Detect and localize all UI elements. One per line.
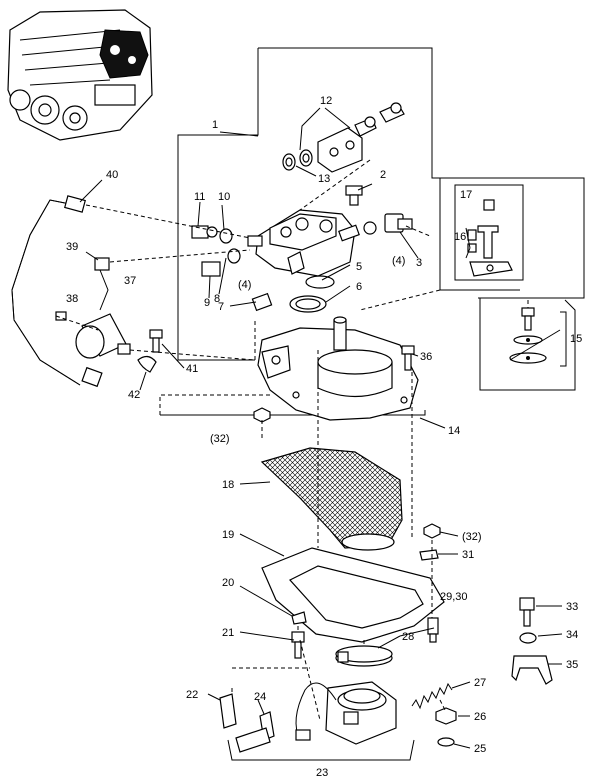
label-part-13: 13 bbox=[318, 173, 330, 185]
label-part-37: 37 bbox=[124, 275, 136, 287]
washer-item-31 bbox=[419, 549, 439, 561]
label-part-19: 19 bbox=[222, 529, 234, 541]
label-part-33: 33 bbox=[566, 601, 578, 613]
label-part-28: 28 bbox=[402, 631, 414, 643]
label-part-16: 16 bbox=[454, 231, 466, 243]
label-part-7: 7 bbox=[218, 301, 224, 313]
label-part-22: 22 bbox=[186, 689, 198, 701]
label-part-29-30: 29,30 bbox=[440, 591, 468, 603]
label-part-6: 6 bbox=[356, 281, 362, 293]
label-part-36: 36 bbox=[420, 351, 432, 363]
leader-lines bbox=[79, 107, 567, 761]
fuel-housing-item-14 bbox=[257, 316, 419, 421]
label-part-3: 3 bbox=[416, 257, 422, 269]
label-part-8: 8 bbox=[214, 293, 220, 305]
label-part-10: 10 bbox=[218, 191, 230, 203]
clamp-item-41-42 bbox=[137, 329, 163, 373]
hose-clamp-item-28 bbox=[335, 645, 393, 667]
bolt-item-2 bbox=[345, 185, 363, 206]
sleeve-item-22 bbox=[219, 693, 237, 729]
engine-thumbnail-illustration bbox=[7, 9, 153, 141]
label-part-1: 1 bbox=[212, 119, 218, 131]
fuel-line-item-40 bbox=[11, 195, 103, 388]
label-part-40: 40 bbox=[106, 169, 118, 181]
lower-pump-item-23 bbox=[235, 681, 397, 753]
label-part-14: 14 bbox=[448, 425, 460, 437]
label-part-15: 15 bbox=[570, 333, 582, 345]
label-part-26: 26 bbox=[474, 711, 486, 723]
seal-rings-items-5-6 bbox=[289, 275, 335, 313]
washer-item-34 bbox=[519, 632, 537, 644]
label-part-32-lower: (32) bbox=[462, 531, 482, 543]
bracket-item-35 bbox=[511, 655, 553, 685]
regulator-item-16 bbox=[467, 199, 513, 277]
label-part-4-right: (4) bbox=[392, 255, 405, 267]
label-part-34: 34 bbox=[566, 629, 578, 641]
label-part-12: 12 bbox=[320, 95, 332, 107]
callout-labels: 1 2 3 (4) (4) 5 6 7 8 9 10 11 12 13 14 1… bbox=[66, 95, 582, 779]
clip-item-20 bbox=[291, 611, 307, 625]
bolt-item-21 bbox=[291, 631, 305, 659]
label-part-4-left: (4) bbox=[238, 279, 251, 291]
label-part-20: 20 bbox=[222, 577, 234, 589]
label-part-24: 24 bbox=[254, 691, 266, 703]
sealing-washers-item-13 bbox=[282, 149, 313, 171]
fuel-distributor-body bbox=[247, 209, 360, 277]
label-part-11: 11 bbox=[194, 191, 205, 203]
bolt-item-36 bbox=[401, 345, 415, 371]
label-part-39: 39 bbox=[66, 241, 78, 253]
label-part-35: 35 bbox=[566, 659, 578, 671]
label-part-31: 31 bbox=[462, 549, 474, 561]
washer-item-25 bbox=[437, 737, 455, 747]
label-part-17: 17 bbox=[460, 189, 472, 201]
pump-assembly-item-37 bbox=[55, 257, 131, 359]
banjo-block-item-12 bbox=[317, 102, 405, 173]
gasket-item-19 bbox=[261, 547, 445, 643]
nut-item-26 bbox=[435, 707, 457, 725]
bolt-item-33 bbox=[519, 597, 535, 627]
label-part-2: 2 bbox=[380, 169, 386, 181]
screw-and-washers-item-15 bbox=[509, 307, 547, 364]
label-part-18: 18 bbox=[222, 479, 234, 491]
spring-item-27 bbox=[411, 682, 453, 710]
label-part-21: 21 bbox=[222, 627, 234, 639]
label-part-38: 38 bbox=[66, 293, 78, 305]
label-part-25: 25 bbox=[474, 743, 486, 755]
label-part-32-upper: (32) bbox=[210, 433, 230, 445]
union-item-3 bbox=[363, 213, 413, 235]
nut-item-32 bbox=[253, 407, 441, 539]
strainer-item-18 bbox=[260, 447, 403, 551]
label-part-9: 9 bbox=[204, 297, 210, 309]
label-part-23: 23 bbox=[316, 767, 328, 779]
sensor-item-29-30 bbox=[427, 617, 439, 643]
fitting-items-9-11 bbox=[191, 225, 273, 312]
label-part-41: 41 bbox=[186, 363, 198, 375]
label-part-27: 27 bbox=[474, 677, 486, 689]
connector-lines bbox=[55, 159, 529, 721]
label-part-5: 5 bbox=[356, 261, 362, 273]
label-part-42: 42 bbox=[128, 389, 140, 401]
